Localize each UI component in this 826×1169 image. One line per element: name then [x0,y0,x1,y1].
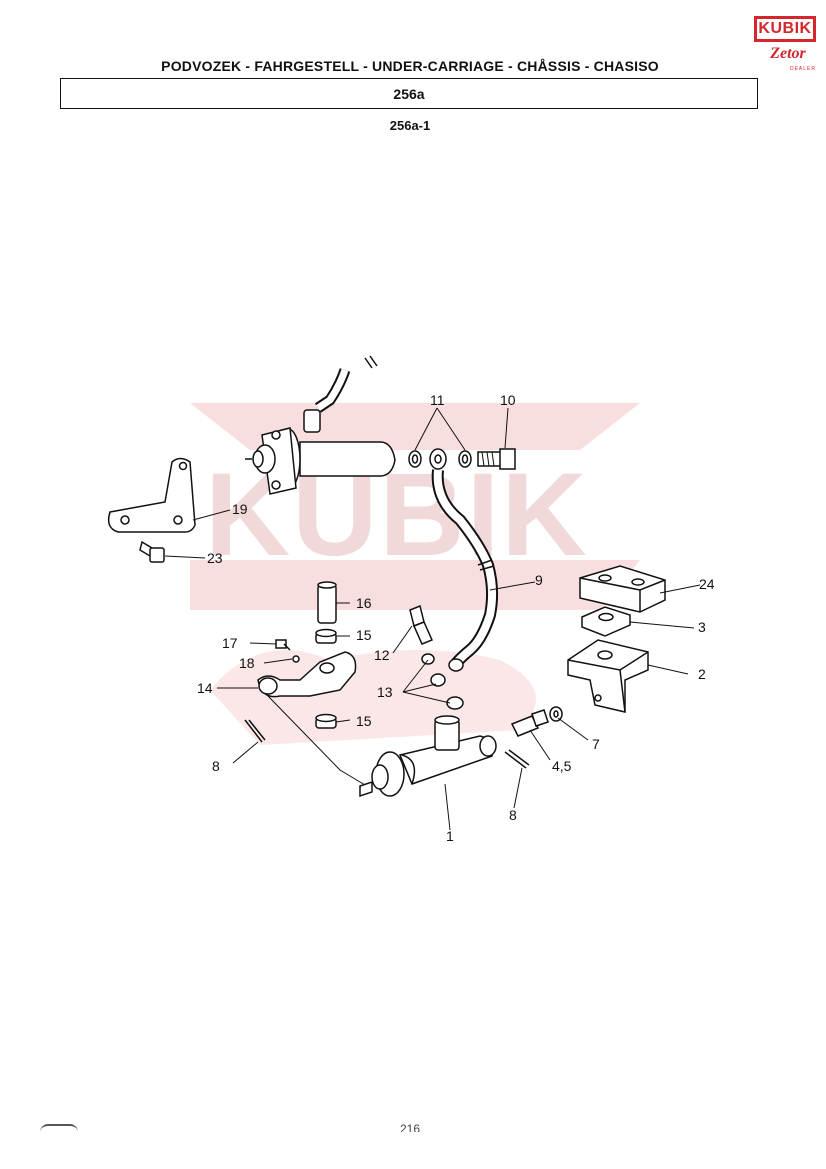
watermark: KUBIK [190,403,640,745]
section-box: 256a [60,78,758,109]
logo-kubik-text: KUBIK [754,16,816,42]
callout-8-left: 8 [212,758,220,774]
callout-15-bottom: 15 [356,713,372,729]
kubik-zetor-logo: KUBIK Zetor DEALER [754,14,816,72]
callout-9: 9 [535,572,543,588]
callout-12: 12 [374,647,390,663]
callout-8-right: 8 [509,807,517,823]
callout-10: 10 [500,392,516,408]
callout-19: 19 [232,501,248,517]
callout-2: 2 [698,666,706,682]
section-number: 256a [393,85,425,102]
callout-3: 3 [698,619,706,635]
footer-mark [40,1124,78,1132]
callout-23: 23 [207,550,223,566]
callout-1: 1 [446,828,454,844]
subsection-number: 256a-1 [389,118,431,133]
page-number: 216 [399,1122,421,1132]
exploded-parts-diagram: KUBIK [107,355,715,844]
callout-4-5: 4,5 [552,758,572,774]
logo-zetor-text: Zetor [770,45,806,62]
callout-14: 14 [197,680,213,696]
callout-16: 16 [356,595,372,611]
callout-17: 17 [222,635,238,651]
callout-24: 24 [699,576,715,592]
callout-7: 7 [592,736,600,752]
callout-15-top: 15 [356,627,372,643]
page-title: PODVOZEK - FAHRGESTELL - UNDER-CARRIAGE … [161,58,659,74]
callout-13: 13 [377,684,393,700]
callout-11: 11 [430,392,445,408]
callout-18: 18 [239,655,255,671]
logo-dealer-text: DEALER [789,66,816,72]
